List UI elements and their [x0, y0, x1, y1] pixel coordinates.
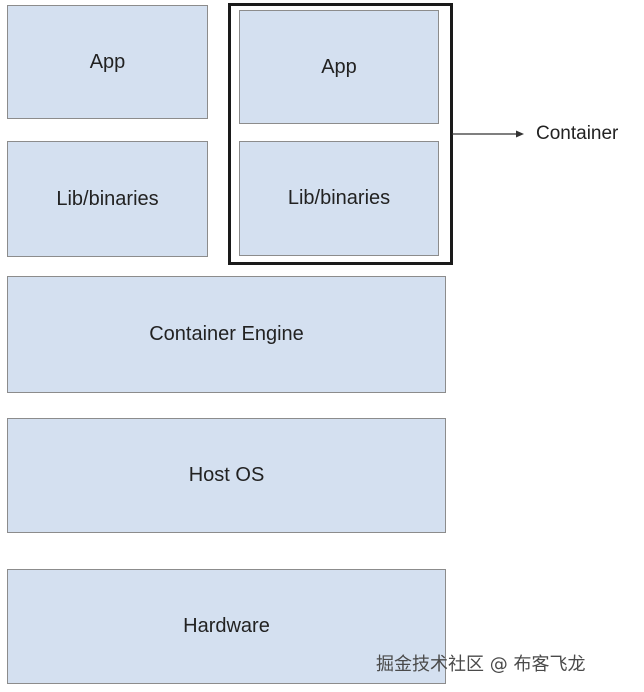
left-app-label: App: [89, 50, 126, 73]
container-app-label: App: [321, 55, 357, 78]
left-app-box: App: [7, 5, 208, 119]
hardware-layer: Hardware: [7, 569, 446, 684]
container-arrow: [452, 130, 524, 138]
host-os-label: Host OS: [188, 464, 265, 486]
container-engine-layer: Container Engine: [7, 276, 446, 393]
container-engine-label: Container Engine: [149, 323, 304, 345]
container-lib-label: Lib/binaries: [287, 187, 391, 209]
hardware-label: Hardware: [183, 615, 270, 637]
container-lib-box: Lib/binaries: [239, 141, 439, 256]
left-lib-box: Lib/binaries: [7, 141, 208, 257]
watermark-text: 掘金技术社区 @ 布客飞龙: [376, 654, 586, 675]
container-app-box: App: [239, 10, 439, 124]
left-lib-label: Lib/binaries: [56, 187, 159, 210]
host-os-layer: Host OS: [7, 418, 446, 533]
container-label: Container: [536, 123, 619, 144]
